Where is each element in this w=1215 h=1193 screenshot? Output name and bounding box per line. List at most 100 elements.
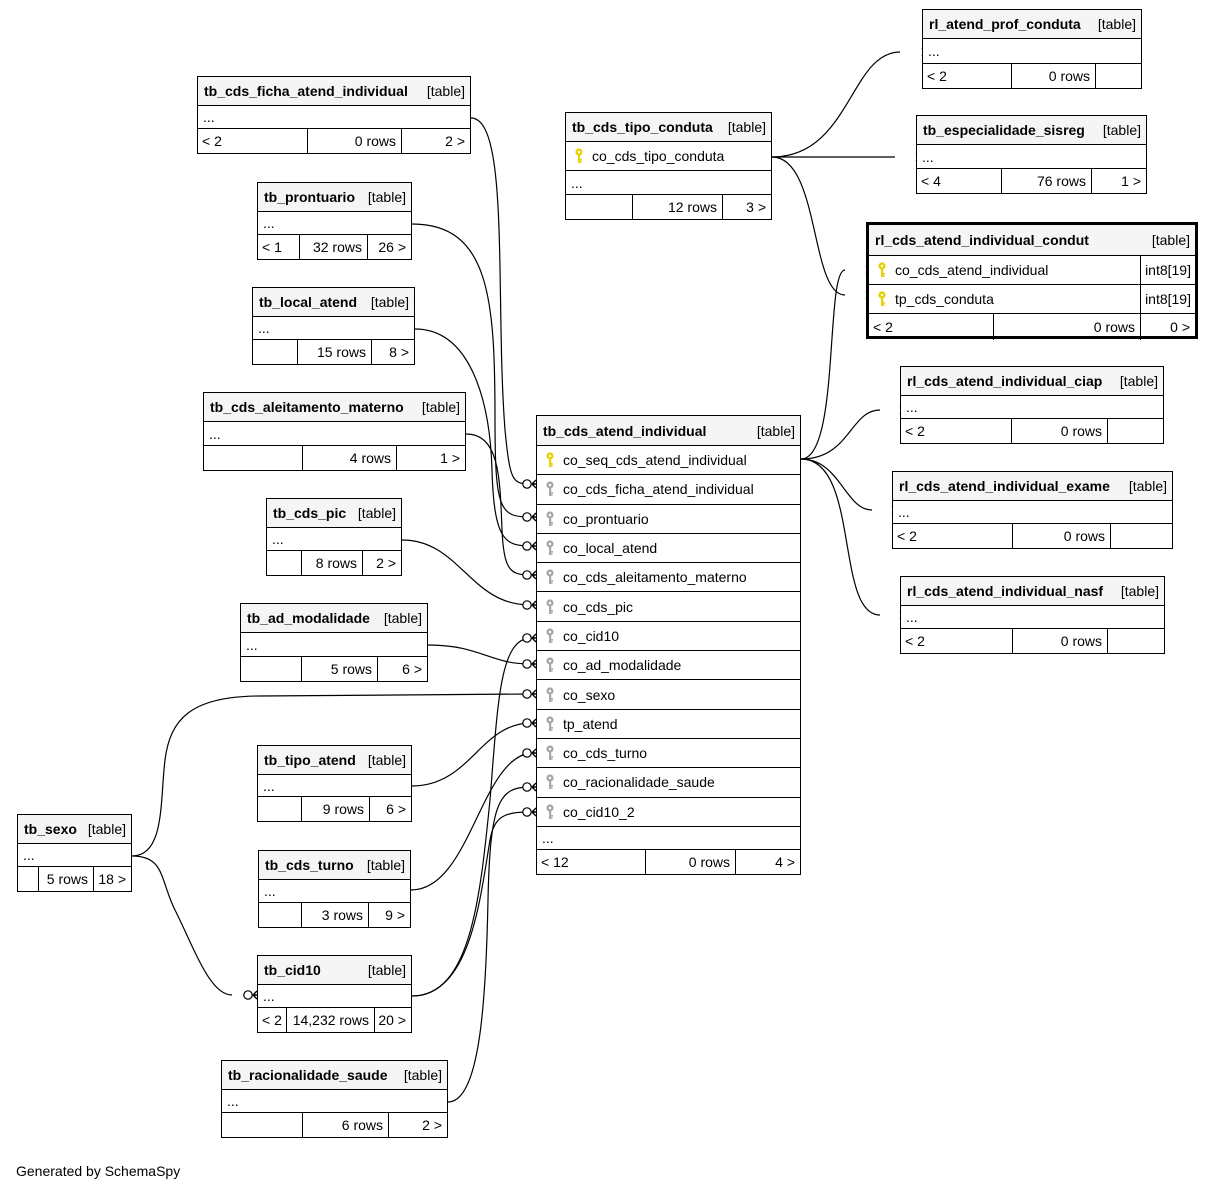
parent-count[interactable] <box>204 446 303 470</box>
parent-count[interactable]: < 4 <box>917 169 1002 193</box>
more-columns-ellipsis: ... <box>893 501 1172 524</box>
table-type-tag: [table] <box>727 119 766 135</box>
child-count[interactable]: 26 > <box>378 239 406 255</box>
child-count[interactable]: 20 > <box>378 1012 406 1028</box>
edge-sexo-cid10 <box>131 855 233 996</box>
primary-key-icon <box>877 262 887 278</box>
edge-prontuario-end <box>522 512 537 522</box>
child-count[interactable] <box>1096 64 1141 88</box>
child-count[interactable]: 2 > <box>422 1117 442 1133</box>
table-type-tag: [table] <box>1097 16 1136 32</box>
child-count[interactable]: 9 > <box>385 907 405 923</box>
column-name: co_cds_ficha_atend_individual <box>563 481 754 498</box>
row-count: 6 rows <box>303 1113 389 1137</box>
edge-cid10 <box>411 637 531 997</box>
child-count[interactable]: 4 > <box>775 853 795 870</box>
foreign-key-icon <box>545 716 555 732</box>
parent-count[interactable]: < 2 <box>258 1008 287 1032</box>
child-count[interactable]: 8 > <box>389 344 409 360</box>
child-count[interactable]: 1 > <box>440 450 460 466</box>
ellipsis-text: ... <box>906 399 918 415</box>
parent-count[interactable] <box>241 657 302 681</box>
column-name: tp_atend <box>563 715 618 732</box>
child-count[interactable] <box>1108 419 1163 443</box>
parent-count[interactable]: < 2 <box>869 314 994 340</box>
edge-ficha-end <box>522 479 537 489</box>
table-tb-cds-aleitamento-materno[interactable]: tb_cds_aleitamento_materno[table]...4 ro… <box>203 392 466 471</box>
child-count[interactable]: 1 > <box>1121 173 1141 189</box>
child-count[interactable]: 6 > <box>402 661 422 677</box>
table-type-tag: [table] <box>367 752 406 768</box>
parent-count[interactable]: < 2 <box>893 524 1013 548</box>
parent-count[interactable]: < 2 <box>198 129 308 153</box>
parent-count[interactable]: < 2 <box>923 64 1012 88</box>
table-rl-cds-atend-individual-condut[interactable]: rl_cds_atend_individual_condut[table]co_… <box>866 222 1198 340</box>
parent-count[interactable] <box>222 1113 303 1137</box>
more-columns-ellipsis: ... <box>259 880 410 903</box>
child-count[interactable]: 18 > <box>98 871 126 887</box>
table-type-tag: [table] <box>1128 478 1167 494</box>
parent-count[interactable]: < 1 <box>258 235 300 259</box>
table-rl-cds-atend-individual-nasf[interactable]: rl_cds_atend_individual_nasf[table]...< … <box>900 576 1165 654</box>
parent-count[interactable] <box>566 195 633 219</box>
column-row: co_seq_cds_atend_individual <box>537 446 800 476</box>
more-columns-ellipsis: ... <box>222 1090 447 1113</box>
table-rl-cds-atend-individual-ciap[interactable]: rl_cds_atend_individual_ciap[table]...< … <box>900 366 1164 444</box>
table-header: rl_atend_prof_conduta[table] <box>923 10 1141 39</box>
parent-count[interactable] <box>18 867 39 891</box>
edge-modalidade-end <box>522 659 537 669</box>
child-count[interactable]: 2 > <box>445 133 465 149</box>
ellipsis-text: ... <box>23 847 35 863</box>
table-rl-cds-atend-individual-exame[interactable]: rl_cds_atend_individual_exame[table]...<… <box>892 471 1173 549</box>
child-count[interactable] <box>1108 629 1164 653</box>
primary-key-icon <box>877 291 887 307</box>
table-tb-cds-atend-individual[interactable]: tb_cds_atend_individual[table]co_seq_cds… <box>536 415 801 875</box>
table-tb-cds-ficha-atend-individual[interactable]: tb_cds_ficha_atend_individual[table]...<… <box>197 76 471 154</box>
parent-count[interactable]: < 2 <box>901 419 1012 443</box>
parent-count[interactable]: < 12 <box>537 849 646 874</box>
parent-count[interactable]: < 2 <box>901 629 1013 653</box>
child-count[interactable]: 2 > <box>376 555 396 571</box>
column-row: co_local_atend <box>537 534 800 564</box>
edge-sexo-cid10-end <box>243 990 258 1000</box>
column-row: co_cds_ficha_atend_individual <box>537 475 800 505</box>
child-count[interactable]: 0 > <box>1170 319 1190 335</box>
table-type-tag: [table] <box>370 294 409 310</box>
edge-sexo-end <box>522 689 537 699</box>
parent-count[interactable] <box>253 340 298 364</box>
column-name: co_racionalidade_saude <box>563 774 715 791</box>
parent-count[interactable] <box>258 797 302 821</box>
column-type: int8[19] <box>1140 256 1195 284</box>
child-count[interactable]: 6 > <box>386 801 406 817</box>
column-type: int8[19] <box>1140 285 1195 313</box>
table-header: tb_sexo[table] <box>18 815 131 844</box>
child-count[interactable] <box>1111 524 1172 548</box>
child-count[interactable]: 3 > <box>746 199 766 215</box>
parent-count[interactable] <box>267 551 302 575</box>
table-name: tb_cds_aleitamento_materno <box>210 399 404 415</box>
table-tb-cds-tipo-conduta[interactable]: tb_cds_tipo_conduta[table]co_cds_tipo_co… <box>565 112 772 220</box>
ellipsis-text: ... <box>263 215 275 231</box>
parent-count[interactable] <box>259 903 302 927</box>
